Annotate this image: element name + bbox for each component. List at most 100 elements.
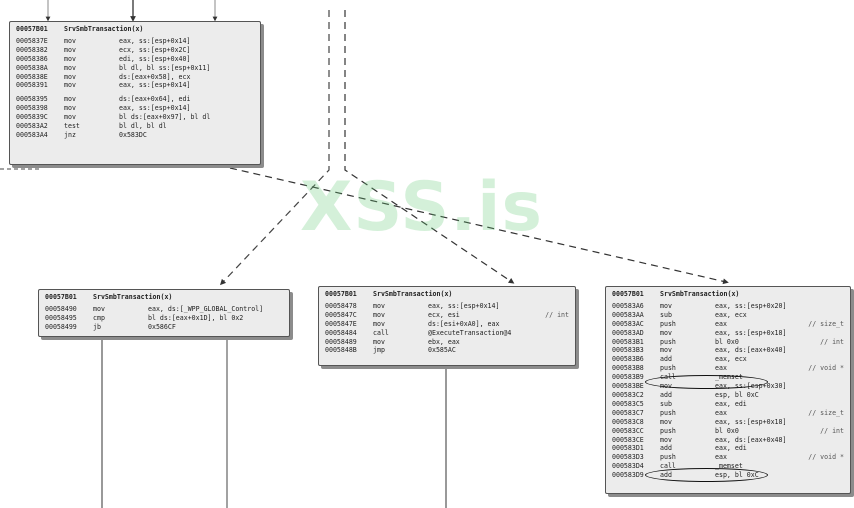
header-address: 00057B01 (325, 290, 357, 298)
instruction-row[interactable]: 0005838E mov ds:[eax+0x58], ecx (16, 73, 254, 82)
instruction-operands: eax, ss:[esp+0x18] (715, 417, 787, 426)
instruction-row[interactable]: 000583B3 mov eax, ds:[eax+0x40] (612, 346, 844, 355)
instruction-mnemonic: mov (64, 95, 76, 104)
instruction-address: 000583B3 (612, 346, 644, 355)
function-name: SrvSmbTransaction(x) (64, 25, 144, 33)
instruction-operands: eax, ds:[eax+0x48] (715, 435, 787, 444)
instruction-mnemonic: mov (64, 81, 76, 90)
instruction-address: 0005847E (325, 319, 357, 328)
instruction-mnemonic: mov (64, 72, 76, 81)
instruction-operands: bl ds:[eax+0x97], bl dl (119, 113, 211, 122)
instruction-operands: eax, ss:[esp+0x18] (715, 328, 787, 337)
function-name: SrvSmbTransaction(x) (660, 290, 740, 298)
instruction-comment: // size_t (808, 319, 844, 328)
instruction-comment: // void * (808, 364, 844, 373)
instruction-address: 000583C7 (612, 408, 644, 417)
instruction-mnemonic: push (660, 426, 676, 435)
header-address: 00057B01 (45, 293, 77, 301)
instruction-address: 000583AC (612, 319, 644, 328)
instruction-address: 0005848B (325, 346, 357, 355)
instruction-mnemonic: mov (93, 304, 105, 313)
instruction-address: 000583D1 (612, 444, 644, 453)
instruction-mnemonic: mov (660, 346, 672, 355)
instruction-operands: ds:[eax+0x58], ecx (119, 72, 191, 81)
instruction-address: 000583B9 (612, 373, 644, 382)
instruction-comment: // size_t (808, 408, 844, 417)
instruction-address: 00058386 (16, 54, 48, 63)
instruction-mnemonic: call (660, 462, 676, 471)
instruction-mnemonic: mov (660, 417, 672, 426)
function-name: SrvSmbTransaction(x) (373, 290, 453, 298)
instruction-mnemonic: mov (64, 54, 76, 63)
header-address: 00057B01 (16, 25, 48, 33)
instruction-operands: 0x583DC (119, 130, 147, 139)
instruction-mnemonic: push (660, 408, 676, 417)
instruction-address: 000583C5 (612, 399, 644, 408)
watermark: XSS.is (300, 168, 543, 247)
instruction-mnemonic: add (660, 355, 672, 364)
block-header: 00057B01 SrvSmbTransaction(x) (325, 290, 569, 299)
instruction-comment: // void * (808, 453, 844, 462)
instruction-mnemonic: test (64, 122, 80, 131)
instruction-address: 00058478 (325, 301, 357, 310)
instruction-mnemonic: call (373, 328, 389, 337)
instruction-operands: eax (715, 319, 727, 328)
instruction-address: 000583D4 (612, 462, 644, 471)
instruction-mnemonic: add (660, 390, 672, 399)
instruction-operands: eax, edi (715, 399, 747, 408)
instruction-operands: eax, ds:[eax+0x40] (715, 346, 787, 355)
instruction-address: 0005838A (16, 63, 48, 72)
instruction-operands: bl 0x0 (715, 426, 739, 435)
instruction-operands: 0x585AC (428, 346, 456, 355)
instruction-mnemonic: jb (93, 322, 101, 331)
instruction-address: 0005838E (16, 72, 48, 81)
instruction-mnemonic: mov (64, 63, 76, 72)
instruction-comment: // int (820, 337, 844, 346)
instruction-operands: 0x586CF (148, 322, 176, 331)
instruction-mnemonic: jnz (64, 130, 76, 139)
instruction-mnemonic: mov (660, 301, 672, 310)
edge-top-right (344, 10, 515, 284)
